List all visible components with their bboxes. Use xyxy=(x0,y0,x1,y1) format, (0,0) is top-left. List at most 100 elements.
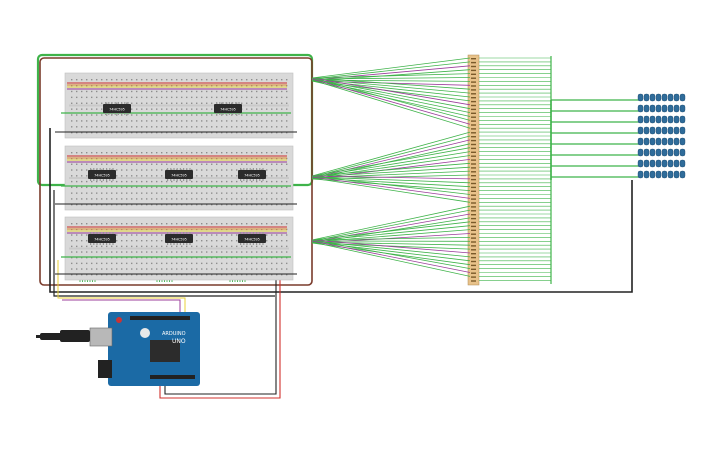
breadboard-hole xyxy=(171,152,173,154)
breadboard-hole xyxy=(276,152,278,154)
breadboard-hole xyxy=(211,204,213,206)
breadboard-hole xyxy=(196,186,198,189)
breadboard-hole xyxy=(116,152,118,154)
breadboard-hole xyxy=(246,108,248,110)
chip-pin xyxy=(109,243,111,245)
reset-button[interactable] xyxy=(116,317,122,323)
breadboard-hole xyxy=(281,96,283,99)
breadboard-hole xyxy=(76,186,78,189)
chip-pin xyxy=(222,113,224,115)
arduino-uno-board[interactable]: ARDUINO UNO xyxy=(89,312,200,386)
breadboard-hole xyxy=(106,152,108,154)
breadboard-hole xyxy=(231,79,233,81)
chip-pin xyxy=(90,243,92,245)
breadboard-hole xyxy=(156,175,158,177)
led xyxy=(643,115,650,124)
breadboard-hole xyxy=(186,180,188,183)
pin xyxy=(471,171,476,173)
led xyxy=(655,170,662,179)
breadboard-hole xyxy=(126,257,128,259)
fan-wire xyxy=(311,240,471,273)
breadboard-hole xyxy=(246,262,248,265)
breadboard-hole xyxy=(261,84,263,87)
breadboard-hole xyxy=(141,114,143,116)
breadboard-hole xyxy=(256,223,258,225)
pin xyxy=(471,163,476,165)
breadboard-hole xyxy=(131,108,133,110)
breadboard-hole xyxy=(251,192,253,194)
breadboard-hole xyxy=(221,163,223,165)
breadboard-hole xyxy=(101,245,103,248)
breadboard-hole xyxy=(101,114,103,116)
breadboard-hole xyxy=(286,114,288,116)
led xyxy=(679,148,686,157)
breadboard-hole xyxy=(206,79,208,81)
breadboard-hole xyxy=(166,251,168,253)
breadboard-hole xyxy=(251,204,253,206)
chip-pin xyxy=(252,168,254,170)
breadboard-hole xyxy=(181,157,183,160)
breadboard-hole xyxy=(176,245,178,248)
breadboard-hole xyxy=(156,251,158,253)
breadboard-hole xyxy=(226,192,228,194)
led-matrix xyxy=(637,93,686,179)
breadboard-hole xyxy=(206,169,208,171)
breadboard-hole xyxy=(151,90,153,93)
breadboard-hole xyxy=(226,204,228,206)
breadboard-hole xyxy=(116,262,118,265)
breadboard-hole xyxy=(271,79,273,81)
chip-pin xyxy=(117,102,119,104)
breadboard-hole xyxy=(166,274,168,276)
fan-wire xyxy=(311,209,471,242)
breadboard-hole xyxy=(156,274,158,276)
breadboard-hole xyxy=(201,102,203,104)
chip-pin xyxy=(170,232,172,234)
breadboard-hole xyxy=(196,257,198,259)
breadboard-hole xyxy=(101,262,103,265)
breadboard-hole xyxy=(161,186,163,189)
pin xyxy=(471,116,476,118)
breadboard-hole xyxy=(221,262,223,265)
breadboard-hole xyxy=(141,169,143,171)
breadboard-hole xyxy=(276,90,278,93)
breadboard-hole xyxy=(186,268,188,270)
breadboard-hole xyxy=(221,198,223,200)
breadboard-hole xyxy=(271,234,273,236)
breadboard-hole xyxy=(101,157,103,160)
breadboard-hole xyxy=(231,126,233,128)
chip-pin xyxy=(262,179,264,181)
breadboard-hole xyxy=(91,257,93,259)
breadboard-hole xyxy=(91,198,93,200)
breadboard-hole xyxy=(96,223,98,225)
breadboard-hole xyxy=(276,102,278,104)
chip-label: 74HC595 xyxy=(171,173,187,177)
breadboard-hole xyxy=(141,268,143,270)
breadboard-hole xyxy=(251,223,253,225)
breadboard-hole xyxy=(126,240,128,242)
pin xyxy=(471,139,476,142)
breadboard-hole xyxy=(91,114,93,116)
shift-register-chip xyxy=(103,104,131,113)
breadboard-hole xyxy=(211,84,213,87)
breadboard-hole xyxy=(131,240,133,242)
breadboard-hole xyxy=(221,274,223,276)
breadboard-hole xyxy=(181,262,183,265)
breadboard-hole xyxy=(191,186,193,189)
breadboard-hole xyxy=(96,114,98,116)
breadboard-hole xyxy=(81,84,83,87)
breadboard-hole xyxy=(151,152,153,154)
pin xyxy=(471,77,476,79)
breadboard-hole xyxy=(266,157,268,160)
breadboard-hole xyxy=(216,257,218,259)
breadboard-hole xyxy=(111,120,113,122)
breadboard-hole xyxy=(116,90,118,93)
led xyxy=(679,115,686,124)
breadboard-hole xyxy=(91,96,93,99)
breadboard-hole xyxy=(96,163,98,165)
breadboard-hole xyxy=(181,192,183,194)
breadboard-hole xyxy=(101,180,103,183)
breadboard-hole xyxy=(126,102,128,104)
breadboard-hole xyxy=(141,245,143,248)
led xyxy=(679,159,686,168)
